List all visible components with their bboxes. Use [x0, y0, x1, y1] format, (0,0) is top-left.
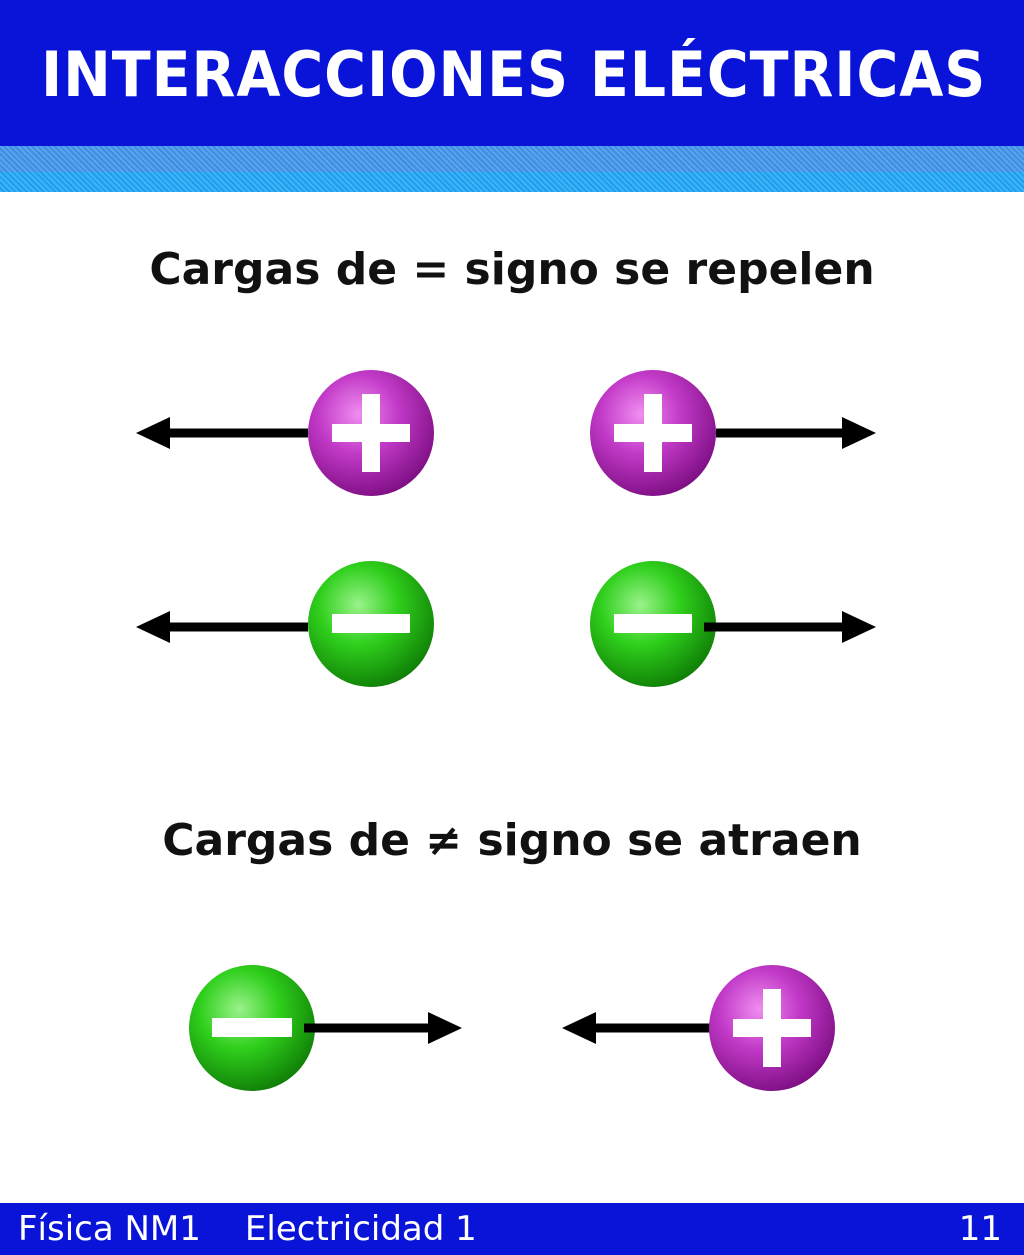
- charge-repel-pos-right: [590, 370, 876, 496]
- charges-diagram: [136, 370, 876, 1091]
- minus-sign: [212, 1018, 292, 1037]
- arrowhead: [842, 611, 876, 643]
- plus-sign-v: [763, 989, 781, 1067]
- header-band: [0, 146, 1024, 192]
- plus-sign-v: [362, 394, 380, 472]
- charge-attract-pos: [562, 965, 835, 1091]
- charge-attract-neg: [189, 965, 462, 1091]
- minus-sign: [332, 614, 410, 633]
- arrowhead: [136, 417, 170, 449]
- minus-sign: [614, 614, 692, 633]
- arrowhead: [428, 1012, 462, 1044]
- plus-sign-v: [644, 394, 662, 472]
- page-title: INTERACCIONES ELÉCTRICAS: [40, 38, 987, 111]
- charge-repel-neg-right: [590, 561, 876, 687]
- page-number: 11: [958, 1209, 1002, 1249]
- attract-section-title: Cargas de ≠ signo se atraen: [162, 815, 862, 866]
- footer-bar: Física NM1 Electricidad 1 11: [0, 1203, 1024, 1255]
- header-bar: INTERACCIONES ELÉCTRICAS: [0, 0, 1024, 146]
- footer-course: Física NM1: [18, 1209, 201, 1249]
- footer-unit: Electricidad 1: [244, 1209, 477, 1249]
- arrowhead: [562, 1012, 596, 1044]
- footer-course-info: Física NM1 Electricidad 1: [18, 1209, 477, 1249]
- arrowhead: [136, 611, 170, 643]
- charge-repel-pos-left: [136, 370, 434, 496]
- arrowhead: [842, 417, 876, 449]
- repel-section-title: Cargas de = signo se repelen: [149, 244, 875, 295]
- charge-repel-neg-left: [136, 561, 434, 687]
